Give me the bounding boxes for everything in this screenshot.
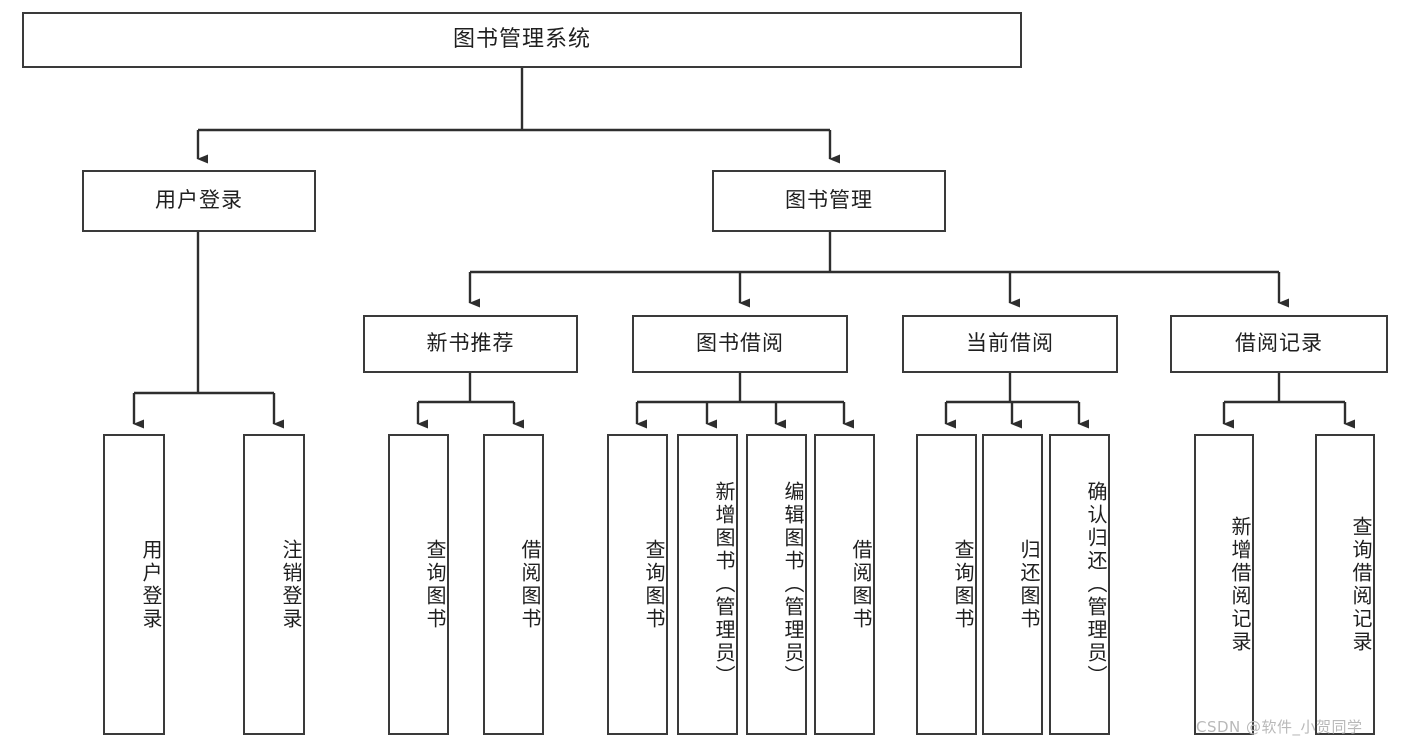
leaf-bb-add-book-admin[interactable]: 新增图书（管理员） [677,434,738,735]
leaf-br-add-record[interactable]: 新增借阅记录 [1194,434,1254,735]
csdn-watermark: CSDN @软件_小贺同学 [1196,718,1363,736]
leaf-cb-query-books[interactable]: 查询图书 [916,434,977,735]
leaf-user-login[interactable]: 用户登录 [103,434,165,735]
leaf-cb-return-books[interactable]: 归还图书 [982,434,1043,735]
leaf-logout[interactable]: 注销登录 [243,434,305,735]
leaf-cb-confirm-return-admin[interactable]: 确认归还（管理员） [1049,434,1110,735]
node-borrowing-record[interactable]: 借阅记录 [1170,315,1388,373]
node-new-book-recommendation[interactable]: 新书推荐 [363,315,578,373]
leaf-bb-edit-book-admin[interactable]: 编辑图书（管理员） [746,434,807,735]
leaf-nbr-borrow-books[interactable]: 借阅图书 [483,434,544,735]
node-current-borrowing[interactable]: 当前借阅 [902,315,1118,373]
node-book-borrowing[interactable]: 图书借阅 [632,315,848,373]
node-root-book-management-system[interactable]: 图书管理系统 [22,12,1022,68]
node-book-management[interactable]: 图书管理 [712,170,946,232]
leaf-br-query-record[interactable]: 查询借阅记录 [1315,434,1375,735]
leaf-bb-borrow-books[interactable]: 借阅图书 [814,434,875,735]
node-user-login[interactable]: 用户登录 [82,170,316,232]
leaf-nbr-query-books[interactable]: 查询图书 [388,434,449,735]
leaf-bb-query-books[interactable]: 查询图书 [607,434,668,735]
